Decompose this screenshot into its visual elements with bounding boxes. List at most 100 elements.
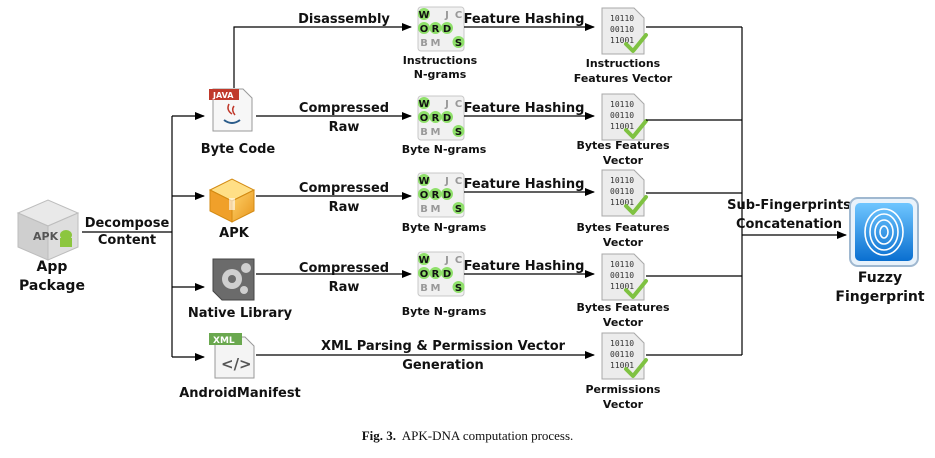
word-grid-letter: J	[444, 255, 449, 266]
transform-label-4a: XML Parsing & Permission Vector	[321, 339, 566, 354]
vector-label-1b: Vector	[603, 154, 644, 167]
word-grid-letter: S	[455, 38, 462, 49]
decompose-label-2: Content	[98, 233, 156, 248]
figure-caption: Fig. 3. APK-DNA computation process.	[0, 428, 935, 444]
word-grid-letter: M	[431, 283, 441, 294]
word-grid-highlight	[452, 125, 465, 137]
word-grid-highlight	[418, 188, 430, 200]
word-grid-letter: R	[432, 269, 440, 280]
word-grid-letter: D	[443, 269, 451, 280]
xml-icon-text: XML	[213, 336, 235, 346]
check-mark-icon	[624, 119, 648, 139]
word-grid-letter: J	[444, 10, 449, 21]
hashing-label-0: Feature Hashing	[464, 12, 585, 27]
word-grid-letter: B	[420, 38, 428, 49]
word-grid-highlight	[441, 267, 453, 279]
word-grid-letter: J	[444, 176, 449, 187]
word-grid-highlight	[441, 22, 453, 34]
word-grid-highlight	[418, 8, 430, 20]
concat-label-1: Sub-Fingerprints	[727, 198, 851, 213]
decompose-label-1: Decompose	[85, 216, 170, 231]
java-icon-text: JAVA	[212, 91, 234, 100]
app-package-icon: APK	[16, 199, 80, 261]
vector-label-0b: Features Vector	[574, 72, 673, 85]
word-grid-highlight	[441, 111, 453, 123]
transform-label-2a: Compressed	[299, 181, 389, 196]
ngram-label-1: Byte N-grams	[402, 143, 487, 156]
vector-label-4b: Vector	[603, 398, 644, 411]
word-grid-letter: R	[432, 190, 440, 201]
word-grid-highlight	[418, 97, 430, 109]
word-grid-letter: D	[443, 24, 451, 35]
word-grid-letter: C	[455, 99, 462, 110]
word-grid-letter: O	[420, 113, 429, 124]
vector-bits: 10110	[610, 14, 634, 23]
java-file-icon: JAVA	[209, 88, 253, 132]
arrow-disassembly	[233, 23, 412, 88]
word-grid-letter: C	[455, 255, 462, 266]
word-grid-letter: W	[418, 99, 429, 110]
vector-bits: 00110	[610, 187, 634, 196]
word-grid-highlight	[418, 267, 430, 279]
component-label-apk: APK	[219, 226, 250, 241]
fingerprint-label-2: Fingerprint	[835, 289, 924, 305]
app-label-2: Package	[19, 278, 85, 294]
fingerprint-label-1: Fuzzy	[858, 270, 902, 286]
ngram-label-2: Byte N-grams	[402, 221, 487, 234]
transform-label-4b: Generation	[402, 358, 484, 373]
check-mark-icon	[624, 279, 648, 299]
word-grid-letter: C	[455, 10, 462, 21]
ngram-label-3: Byte N-grams	[402, 305, 487, 318]
caption-prefix: Fig. 3.	[361, 428, 396, 443]
ngram-label-0a: Instructions	[403, 54, 478, 67]
word-grid-letter: M	[431, 204, 441, 215]
transform-label-1a: Compressed	[299, 101, 389, 116]
vector-bits: 11001	[610, 36, 634, 45]
word-grid-letter: W	[418, 176, 429, 187]
vector-bits: 10110	[610, 100, 634, 109]
word-grid-letter: M	[431, 127, 441, 138]
hashing-label-3: Feature Hashing	[464, 259, 585, 274]
word-grid-highlight	[452, 202, 465, 214]
word-grid-letter: B	[420, 204, 428, 215]
transform-label-0: Disassembly	[298, 12, 390, 27]
vector-label-1a: Bytes Features	[576, 139, 670, 152]
word-grid-letter: O	[420, 24, 429, 35]
vector-bits: 00110	[610, 25, 634, 34]
word-grid-letter: C	[455, 176, 462, 187]
vector-label-2b: Vector	[603, 236, 644, 249]
xml-glyph: </>	[221, 355, 252, 373]
transform-label-1b: Raw	[329, 120, 360, 135]
check-mark-icon	[624, 195, 648, 215]
apk-box-text: APK	[33, 230, 59, 243]
vector-bits: 11001	[610, 361, 634, 370]
xml-file-icon: XML </>	[209, 333, 255, 379]
vector-bits: 11001	[610, 282, 634, 291]
vector-bits: 00110	[610, 111, 634, 120]
word-grid-highlight	[429, 22, 442, 34]
vector-bits: 11001	[610, 198, 634, 207]
vector-bits: 10110	[610, 339, 634, 348]
word-grid-letter: S	[455, 204, 462, 215]
word-grid-highlight	[418, 253, 430, 265]
check-mark-icon	[624, 358, 648, 378]
word-grid-highlight	[452, 36, 465, 48]
word-grid-letter: S	[455, 283, 462, 294]
component-label-native: Native Library	[188, 306, 293, 321]
vector-bits: 10110	[610, 260, 634, 269]
word-grid-letter: R	[432, 113, 440, 124]
word-grid-highlight	[418, 111, 430, 123]
hashing-label-2: Feature Hashing	[464, 177, 585, 192]
feature-vector-icon: 10110 00110 11001	[601, 7, 648, 55]
component-label-manifest: AndroidManifest	[179, 386, 301, 401]
transform-label-2b: Raw	[329, 200, 360, 215]
vector-label-3b: Vector	[603, 316, 644, 329]
vector-label-0a: Instructions	[586, 57, 661, 70]
word-grid-letter: R	[432, 24, 440, 35]
word-grid-highlight	[429, 111, 442, 123]
